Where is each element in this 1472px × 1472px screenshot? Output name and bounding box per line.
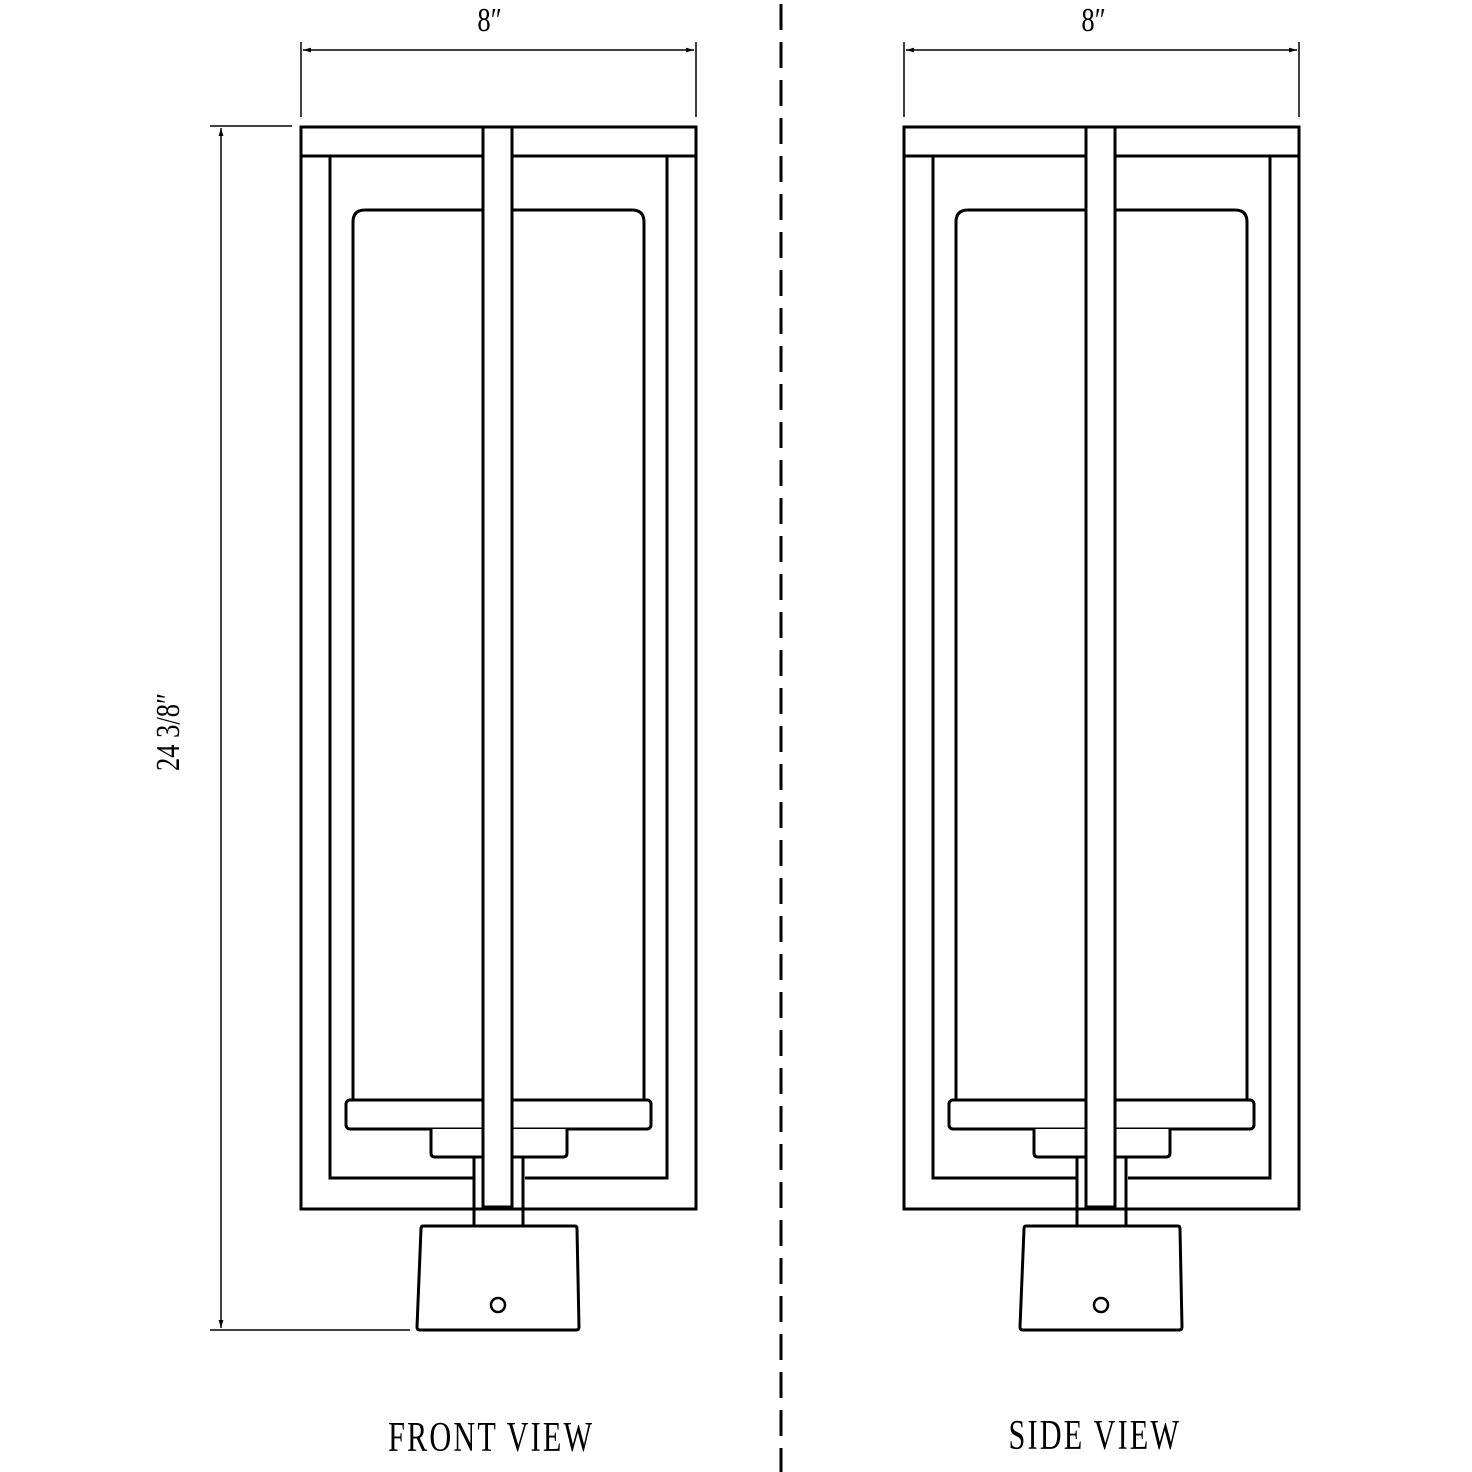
height-dimension [210,125,410,1331]
overall-height-label: 24 3/8″ [150,692,188,772]
side-width-dimension [903,42,1300,117]
front-view-caption: FRONT VIEW [388,1415,595,1461]
front-width-dimension [300,42,697,117]
front-view-fixture [299,125,698,1332]
side-view-caption: SIDE VIEW [1008,1413,1182,1459]
front-width-label: 8″ [477,2,502,39]
side-view-fixture [902,125,1301,1332]
side-width-label: 8″ [1081,2,1106,39]
